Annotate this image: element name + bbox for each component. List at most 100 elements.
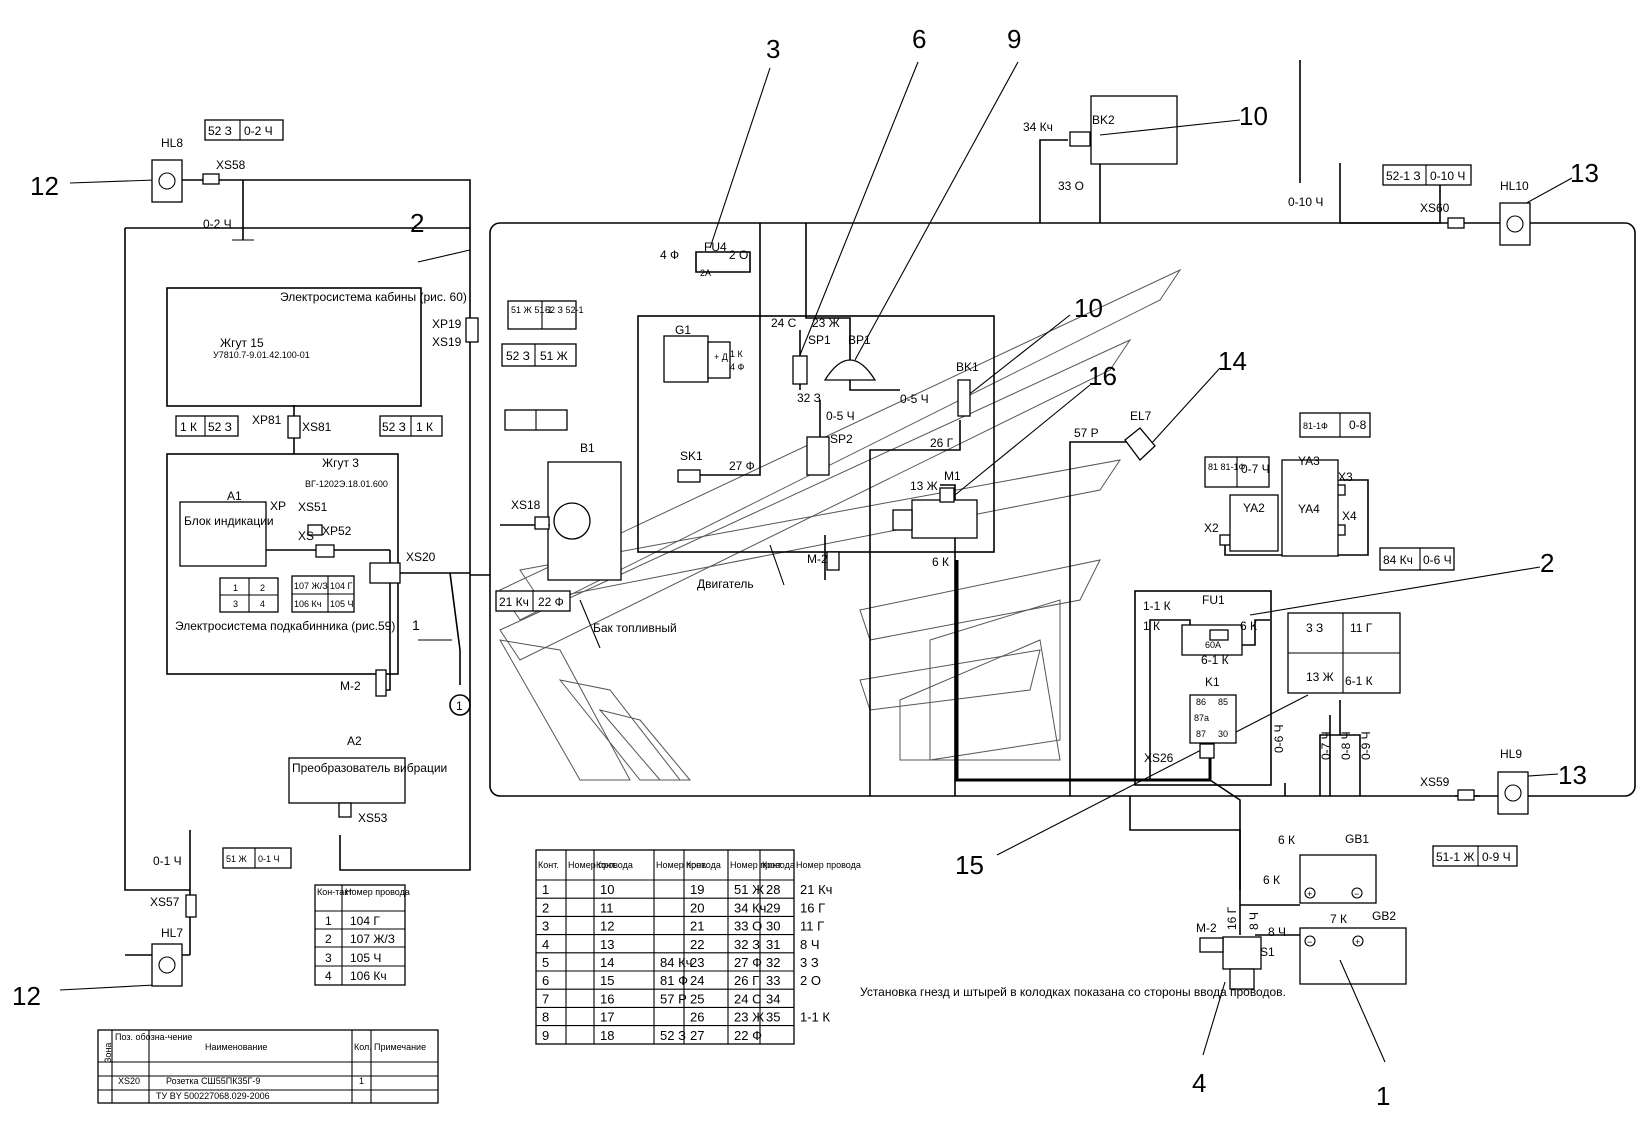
hl7-lamp	[151, 943, 183, 987]
xp81-label: XP81	[252, 413, 282, 427]
xs58-label: XS58	[216, 158, 246, 172]
a2-row-contact: 2	[325, 932, 332, 946]
component-labels: HL8 XS58 HL7 XS57 HL9 XS59 HL10 XS60 XP1…	[150, 113, 1529, 959]
wire-table-cell: 6	[542, 973, 549, 988]
fu4-rating: 2А	[700, 268, 711, 278]
wire-table-header: Номер провода	[656, 860, 721, 870]
xs26-tag-c: 13 Ж	[1306, 670, 1334, 684]
wire-table-header: Номер провода	[568, 860, 633, 870]
xs59-connector	[1457, 789, 1475, 801]
callout-2-right: 2	[1540, 548, 1554, 578]
a2-row-contact: 1	[325, 914, 332, 928]
callout-10-bk1: 10	[1074, 293, 1103, 323]
frames	[166, 95, 1636, 985]
b1-label: В1	[580, 441, 595, 455]
callout-numbers: 12 12 2 3 6 9 10 10 16 14 13 13 2 15 4 1…	[12, 24, 1599, 1111]
bk2-label: BK2	[1092, 113, 1115, 127]
s1-knob	[1229, 968, 1255, 990]
sp1-label: SP1	[808, 333, 831, 347]
s1-switch	[1222, 936, 1262, 970]
m2-ground-a1	[375, 669, 387, 697]
wire-table-cell: 33 О	[734, 919, 762, 934]
fu1-label: FU1	[1202, 593, 1225, 607]
xs53-label: XS53	[358, 811, 388, 825]
b1-tag-a: 21 Кч	[499, 595, 529, 609]
xp19-tag-b: 52 З 52-1	[545, 305, 583, 315]
wire-table-cell: 26 Г	[734, 973, 759, 988]
wire-33o: 33 О	[1058, 179, 1084, 193]
subcab-system-title: Электросистема подкабинника (рис.59)	[175, 619, 395, 633]
x3-tag-a: 81-1Ф	[1303, 421, 1328, 431]
wire-0-8ch: 0-8 Ч	[1339, 731, 1353, 760]
xs60-connector	[1447, 217, 1465, 229]
g1-terminal	[707, 341, 731, 379]
harness3-code: ВГ-1202Э.18.01.600	[305, 479, 388, 489]
xs26-connector	[1199, 743, 1215, 759]
wire-table-cell: 34 Кч	[734, 900, 766, 915]
wire-table-cell: 16 Г	[800, 900, 825, 915]
wire-table-cell: 35	[766, 1010, 780, 1025]
wire-table-cell: 22	[690, 937, 704, 952]
xs51-label: XS51	[298, 500, 328, 514]
harness15-code: У7810.7-9.01.42.100-01	[213, 350, 310, 360]
sp2-label: SP2	[830, 432, 853, 446]
wire-8ch-a: 8 Ч	[1268, 925, 1286, 939]
a2-row-wire: 104 Г	[350, 914, 380, 928]
wire-27f: 27 Ф	[729, 459, 755, 473]
b1-tag-b: 22 Ф	[538, 595, 564, 609]
wire-table-cell: 81 Ф	[660, 973, 688, 988]
wire-0-5ch-a: 0-5 Ч	[900, 392, 929, 406]
tb-col-zone: Зона	[103, 1043, 113, 1063]
callout-1-battery: 1	[1376, 1081, 1390, 1111]
tb-row-spec: ТУ BY 500227068.029-2006	[156, 1091, 270, 1101]
hl7-tag-b: 0-1 Ч	[258, 854, 280, 864]
x2-connector	[1219, 534, 1231, 546]
xs57-connector	[185, 894, 197, 918]
xs58-connector	[202, 173, 220, 185]
m2-ground-engine	[826, 551, 840, 571]
gb1-minus-sign: −	[1354, 889, 1359, 899]
wire-table-cell: 27	[690, 1028, 704, 1043]
x2-label: X2	[1204, 521, 1219, 535]
wire-table-cell: 52 З	[660, 1028, 686, 1043]
xs59-label: XS59	[1420, 775, 1450, 789]
hl8-label: HL8	[161, 136, 183, 150]
fuel-tank-label: Бак топливный	[593, 621, 677, 635]
ya4-label: YA4	[1298, 502, 1320, 516]
a1-label: A1	[227, 489, 242, 503]
wire-table-cell: 24 С	[734, 991, 761, 1006]
harness15-label: Жгут 15	[220, 336, 264, 350]
xp81-tag-a: 1 К	[180, 420, 197, 434]
m1-starter	[911, 499, 978, 539]
wire-0-9ch: 0-9 Ч	[1359, 731, 1373, 760]
callout-13-hl9: 13	[1558, 760, 1587, 790]
hl9-lamp	[1497, 771, 1529, 815]
a2-row-wire: 105 Ч	[350, 951, 381, 965]
callout-14: 14	[1218, 346, 1247, 376]
xs-label: XS	[298, 529, 314, 543]
wire-13zh: 13 Ж	[910, 479, 938, 493]
xp81-tag-b: 52 З	[208, 420, 232, 434]
hl8-lamp	[151, 159, 183, 203]
a2-col-contact: Кон-такт	[317, 887, 352, 897]
g1-generator	[663, 335, 709, 383]
wire-table-cell: 19	[690, 882, 704, 897]
wire-7k: 7 К	[1330, 912, 1347, 926]
wire-table-header: Конт.	[538, 860, 559, 870]
ya2-valve	[1229, 494, 1279, 552]
tb-col-qty: Кол.	[354, 1042, 372, 1052]
lamps	[151, 159, 1531, 987]
x2-tag-b: 0-7 Ч	[1241, 462, 1270, 476]
cab-system-box	[166, 287, 422, 407]
xs81-tag-a: 52 З	[382, 420, 406, 434]
hl7-label: HL7	[161, 926, 183, 940]
hl10-lamp	[1499, 202, 1531, 246]
wire-table-cell: 57 Р	[660, 991, 687, 1006]
wire-23zh: 23 Ж	[812, 316, 840, 330]
wire-table-cell: 23	[690, 955, 704, 970]
wire-table-header: Номер провода	[730, 860, 795, 870]
wire-table-header: Конт.	[596, 860, 617, 870]
m2-s1-label: М-2	[1196, 921, 1217, 935]
